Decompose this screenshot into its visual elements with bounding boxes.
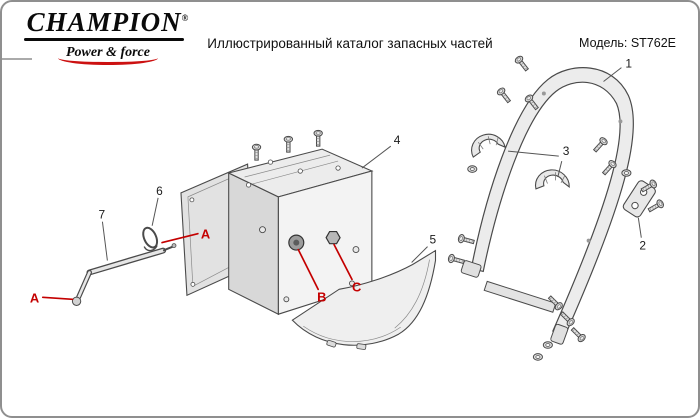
part-number-callouts: 1 2 3 4 5 6 7 [98, 57, 646, 253]
callout-5: 5 [430, 233, 437, 247]
gearbox-housing-part-4 [180, 148, 374, 316]
page-title: Иллюстрированный каталог запасных частей [207, 36, 493, 51]
brand-name: CHAMPION® [26, 7, 190, 37]
crank-rod-part-7 [71, 243, 177, 306]
leader-a-left [41, 296, 74, 301]
leader-c [333, 243, 353, 281]
callout-6: 6 [156, 184, 163, 198]
callout-7: 7 [98, 208, 105, 222]
brand-tagline: Power & force [58, 45, 158, 65]
leader-b [297, 248, 320, 291]
callout-2: 2 [639, 239, 646, 253]
point-label-a-left: A [30, 290, 39, 305]
clip-part-6 [142, 226, 159, 252]
point-label-c: C [352, 279, 361, 294]
handle-frame-part-1 [460, 67, 634, 345]
callout-1: 1 [625, 57, 632, 71]
cover-panel-part-5 [291, 249, 437, 350]
red-point-annotations: A A B C [30, 227, 361, 306]
point-label-a-mid: A [201, 227, 210, 242]
callout-4: 4 [394, 133, 401, 147]
registered-mark: ® [181, 13, 190, 23]
point-label-b: B [317, 289, 326, 304]
callout-leader-lines [101, 67, 642, 263]
callout-3: 3 [563, 144, 570, 158]
model-label: Модель: ST762E [579, 36, 676, 50]
left-edge-rule [2, 58, 32, 60]
brand-underline [24, 38, 184, 41]
champion-logo: CHAMPION® Power & force [22, 9, 194, 65]
hole-c [325, 230, 341, 245]
leader-a-mid [161, 232, 199, 244]
